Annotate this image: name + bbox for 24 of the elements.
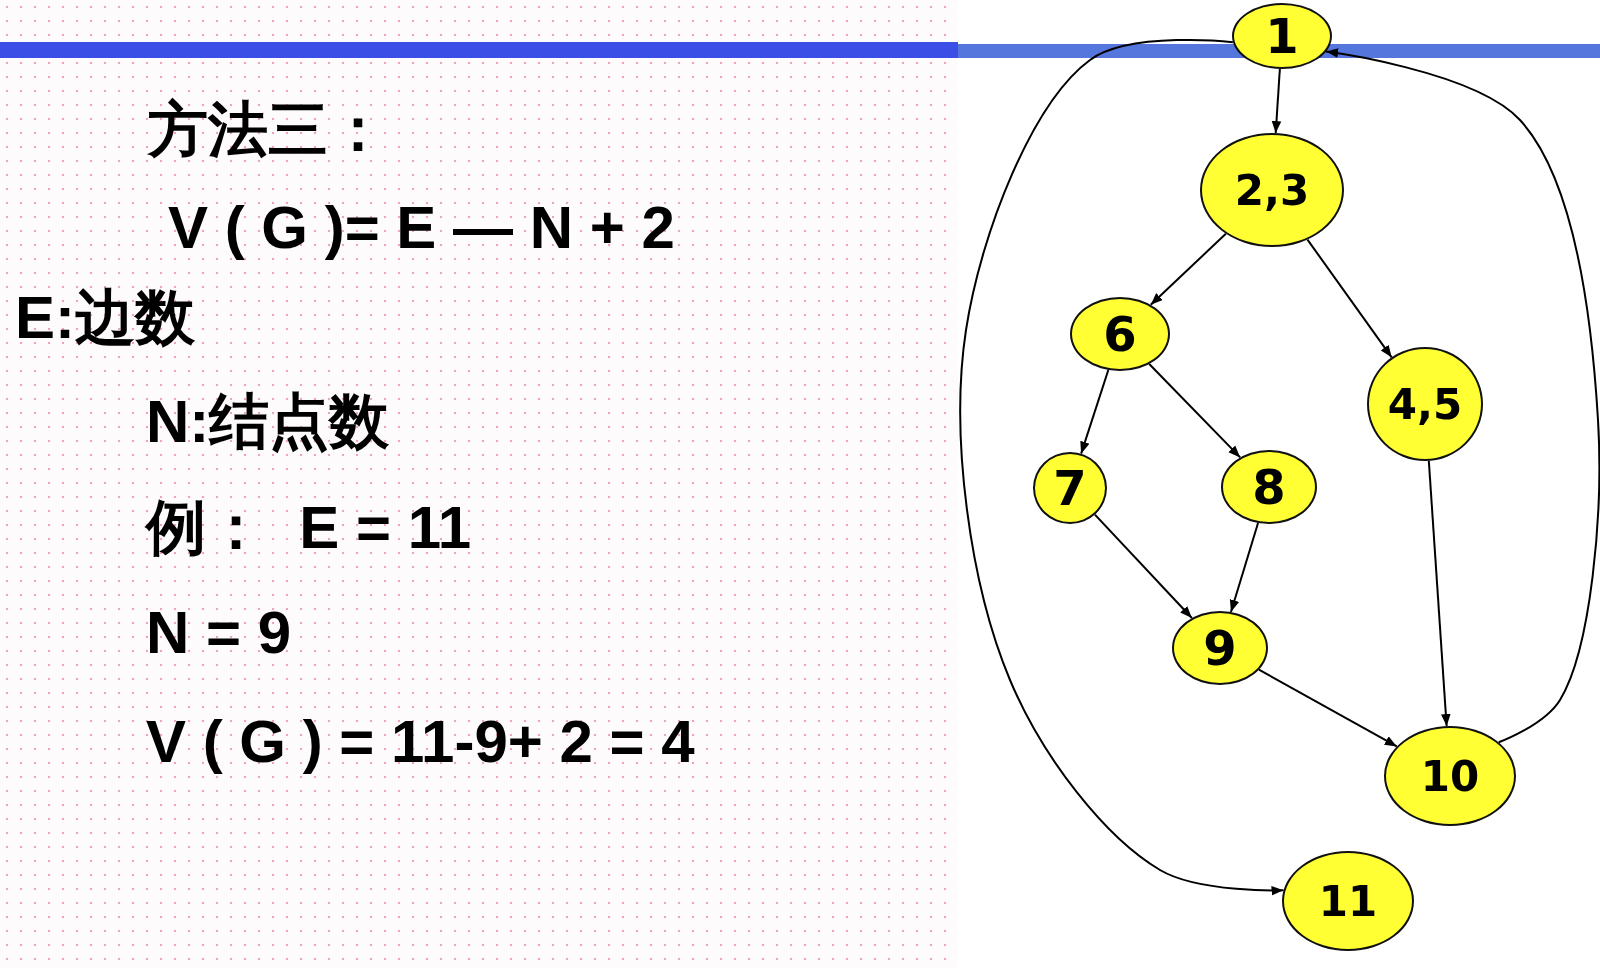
arrow [1093, 513, 1193, 619]
node-label: 4,5 [1387, 379, 1463, 429]
arrow [1080, 369, 1110, 455]
formula-text: E:边数 [15, 283, 195, 353]
formula-text: V ( G ) = 11-9+ 2 = 4 [146, 707, 695, 777]
node-label: 8 [1252, 459, 1286, 515]
formula-text: 方法三： [148, 95, 388, 165]
arrow [959, 39, 1285, 896]
formula-text: N = 9 [146, 598, 292, 668]
node-label: 2,3 [1234, 165, 1310, 215]
node-label: 1 [1265, 8, 1299, 64]
formula-text: 例： E = 11 [146, 493, 472, 563]
arrow [1306, 238, 1393, 359]
arrow [1427, 459, 1451, 728]
node-label: 10 [1420, 751, 1480, 801]
arrow [1148, 363, 1242, 459]
node-label: 11 [1318, 876, 1378, 926]
formula-text: N:结点数 [146, 387, 390, 457]
node-label: 9 [1203, 620, 1237, 676]
arrow [1229, 522, 1260, 613]
formula-text: V ( G )= E — N + 2 [168, 193, 675, 263]
node-label: 6 [1103, 306, 1137, 362]
node-label: 7 [1053, 460, 1087, 516]
arrow [1271, 67, 1282, 135]
